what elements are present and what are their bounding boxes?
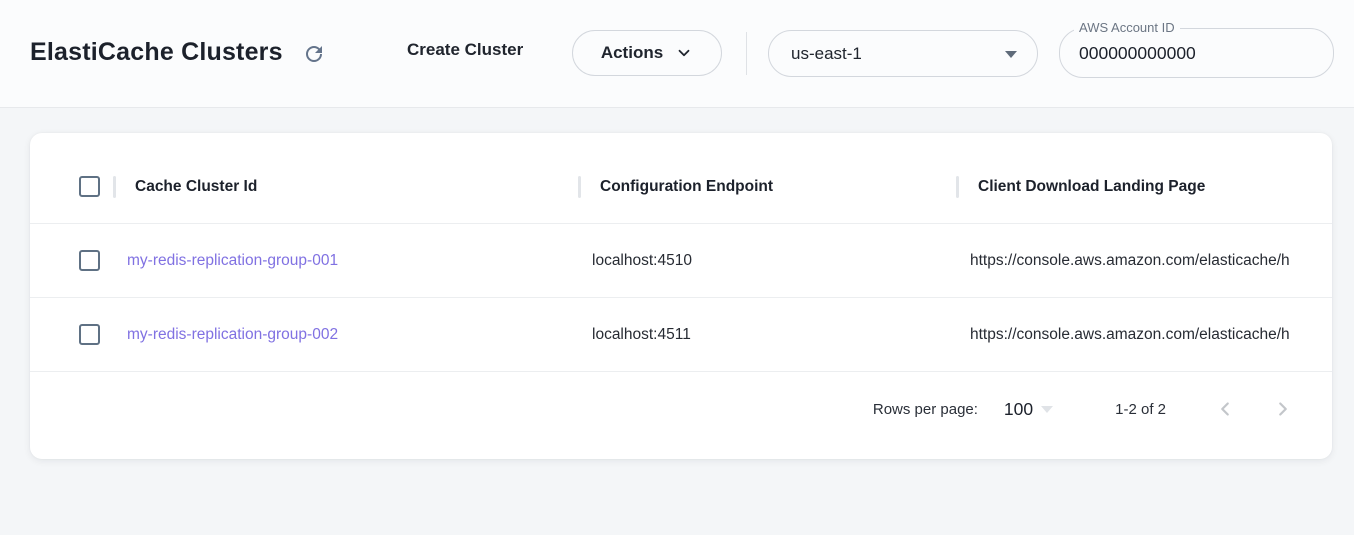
pagination-range-label: 1-2 of 2 — [1115, 400, 1166, 418]
column-header-client-download-landing-page[interactable]: Client Download Landing Page — [956, 150, 1332, 223]
table-row: my-redis-replication-group-001 localhost… — [30, 224, 1332, 298]
region-select[interactable]: us-east-1 — [768, 30, 1038, 77]
actions-button-label: Actions — [600, 43, 664, 62]
configuration-endpoint-cell: localhost:4511 — [592, 325, 691, 343]
region-select-value: us-east-1 — [791, 43, 862, 63]
actions-button[interactable]: Actions — [572, 30, 722, 76]
cluster-link[interactable]: my-redis-replication-group-002 — [127, 325, 339, 343]
next-page-button[interactable] — [1270, 396, 1296, 422]
cache-cluster-id-cell: my-redis-replication-group-002 — [113, 326, 578, 344]
header-divider — [746, 32, 747, 75]
chevron-left-icon — [1221, 402, 1229, 416]
row-checkbox[interactable] — [79, 324, 100, 345]
column-header-cache-cluster-id[interactable]: Cache Cluster Id — [113, 150, 578, 223]
row-checkbox[interactable] — [79, 250, 100, 271]
caret-down-icon — [1041, 405, 1054, 413]
column-separator — [956, 176, 959, 198]
configuration-endpoint-cell: localhost:4510 — [592, 251, 692, 269]
select-all-cell — [30, 150, 113, 223]
page-header: ElastiCache Clusters Create Cluster Acti… — [0, 0, 1354, 108]
chevron-down-icon — [678, 49, 690, 57]
clusters-table-card: Cache Cluster Id Configuration Endpoint … — [30, 133, 1332, 459]
table-pagination: Rows per page: 100 1-2 of 2 — [30, 372, 1332, 446]
account-id-field[interactable]: AWS Account ID — [1059, 20, 1334, 78]
rows-per-page-value: 100 — [1003, 398, 1034, 419]
cluster-link[interactable]: my-redis-replication-group-001 — [127, 251, 339, 269]
client-download-landing-page-cell: https://console.aws.amazon.com/elasticac… — [970, 251, 1290, 269]
column-header-configuration-endpoint[interactable]: Configuration Endpoint — [578, 150, 956, 223]
column-separator — [578, 176, 581, 198]
table-header-row: Cache Cluster Id Configuration Endpoint … — [30, 150, 1332, 224]
refresh-icon — [306, 46, 322, 62]
client-download-landing-page-cell: https://console.aws.amazon.com/elasticac… — [970, 325, 1290, 343]
chevron-right-icon — [1279, 402, 1287, 416]
page-title: ElastiCache Clusters — [30, 38, 283, 66]
cache-cluster-id-cell: my-redis-replication-group-001 — [113, 252, 578, 270]
rows-per-page-label: Rows per page: — [872, 400, 978, 418]
account-id-label: AWS Account ID — [1074, 20, 1180, 35]
caret-down-icon — [1005, 51, 1017, 58]
previous-page-button[interactable] — [1212, 396, 1238, 422]
table-row: my-redis-replication-group-002 localhost… — [30, 298, 1332, 372]
refresh-button[interactable] — [300, 40, 328, 68]
select-all-checkbox[interactable] — [79, 176, 100, 197]
column-separator — [113, 176, 116, 198]
rows-per-page-select[interactable]: 100 — [1003, 398, 1054, 420]
create-cluster-button[interactable]: Create Cluster — [407, 40, 524, 59]
account-id-input[interactable] — [1060, 29, 1333, 77]
